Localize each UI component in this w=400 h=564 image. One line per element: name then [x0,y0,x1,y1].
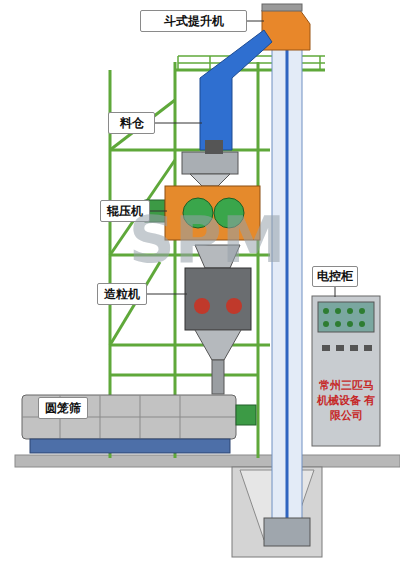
bin-funnel [190,174,230,186]
part-label: 电控柜 [312,266,358,287]
crusher-roll [194,298,210,314]
discharge-funnel [195,330,241,360]
part-name: 料仓 [120,115,144,132]
indicator-lights [323,308,365,327]
cabinet-panel [318,302,374,332]
part-label: 圆笼筛 [38,397,88,419]
bin-motor [205,140,223,154]
part-name: 斗式提升机 [164,13,224,30]
granulator-body [185,268,251,330]
screen-base [30,439,230,453]
drum-screen [22,395,236,439]
part-label: 料仓 [108,112,155,134]
maker-name: 常州三匹马 机械设备 有限公司 [316,378,376,423]
part-name: 造粒机 [104,286,140,303]
feed-chute [200,30,272,150]
elevator-casing [272,48,302,523]
part-name: 圆笼筛 [45,400,81,417]
elevator-boot [264,518,310,546]
drum-ribs [22,395,236,439]
screen-motor [236,405,256,425]
part-label: 斗式提升机 [140,10,247,32]
part-label: 造粒机 [97,283,147,305]
control-cabinet [312,296,380,446]
part-name: 电控柜 [317,268,353,285]
elevator-cap [262,4,302,11]
crusher-roll [226,298,242,314]
watermark: SPM [112,205,302,275]
discharge-pipe [212,360,224,394]
bin-body [182,152,238,174]
elevator-belt [286,50,289,520]
ground-slab [15,455,400,467]
cabinet-switches [322,345,372,351]
